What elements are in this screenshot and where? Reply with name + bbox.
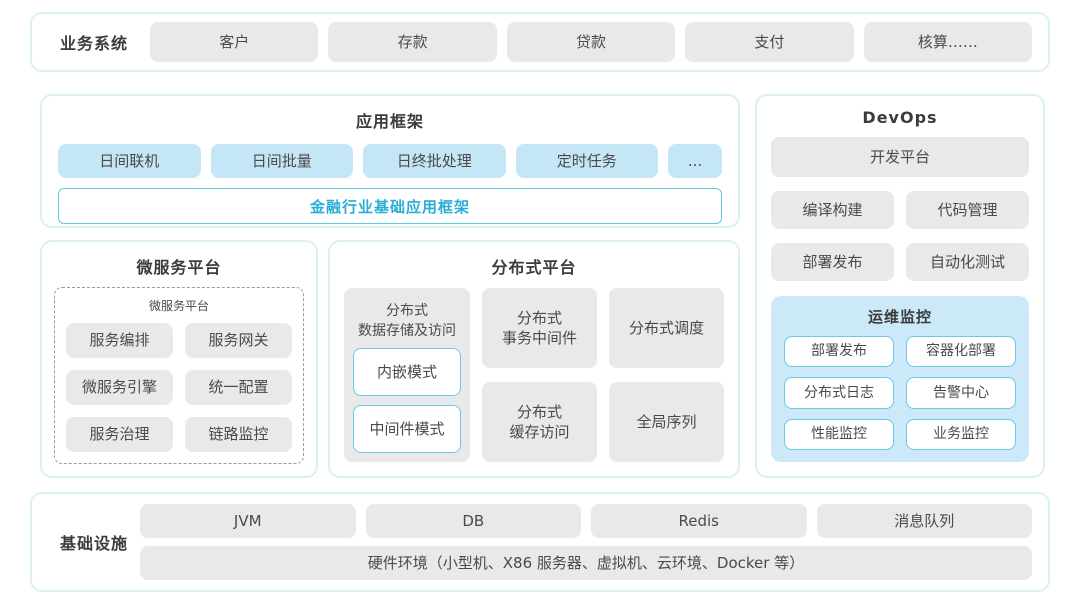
node-distributed-logging: 分布式日志 [784, 377, 894, 409]
node-eod-batch: 日终批处理 [363, 144, 506, 178]
node-unified-config: 统一配置 [185, 370, 292, 405]
app-framework-title: 应用框架 [355, 112, 424, 131]
business-systems-label: 业务系统 [59, 34, 128, 53]
node-message-queue: 消息队列 [816, 504, 1032, 538]
node-middleware-mode: 中间件模式 [353, 405, 461, 453]
node-business-monitoring: 业务监控 [906, 418, 1016, 450]
infrastructure-content: JVM DB Redis 消息队列 硬件环境（小型机、X86 服务器、虚拟机、云… [140, 504, 1032, 580]
node-redis: Redis [591, 504, 807, 538]
node-deposit: 存款 [328, 22, 497, 62]
distributed-platform-panel: 分布式平台 分布式 数据存储及访问 内嵌模式 中间件模式 分布式 事务中间件 分… [328, 240, 740, 478]
node-customer: 客户 [150, 22, 319, 62]
node-scheduled-task: 定时任务 [515, 144, 658, 178]
node-service-gateway: 服务网关 [185, 323, 292, 358]
distributed-grid: 分布式 事务中间件 分布式调度 分布式 缓存访问 全局序列 [482, 288, 724, 462]
node-distributed-scheduling: 分布式调度 [609, 288, 724, 368]
microservice-inner-group: 微服务平台 服务编排 服务网关 微服务引擎 统一配置 服务治理 链路监控 [54, 287, 304, 464]
node-distributed-cache: 分布式 缓存访问 [482, 382, 597, 462]
app-framework-panel: 应用框架 日间联机 日间批量 日终批处理 定时任务 ... 金融行业基础应用框架 [40, 94, 740, 228]
node-db: DB [365, 504, 581, 538]
node-accounting: 核算…… [863, 22, 1033, 62]
node-deploy-release: 部署发布 [771, 243, 894, 281]
devops-row-2: 部署发布 自动化测试 [771, 243, 1029, 281]
node-service-orchestration: 服务编排 [66, 323, 173, 358]
node-compile-build: 编译构建 [771, 191, 894, 229]
middle-left-column: 应用框架 日间联机 日间批量 日终批处理 定时任务 ... 金融行业基础应用框架… [40, 94, 740, 478]
node-ops-deploy-release: 部署发布 [784, 336, 894, 368]
node-dev-platform: 开发平台 [771, 137, 1029, 177]
node-service-governance: 服务治理 [66, 417, 173, 452]
microservice-platform-title: 微服务平台 [136, 258, 222, 277]
devops-row-1: 编译构建 代码管理 [771, 191, 1029, 229]
node-payment: 支付 [685, 22, 854, 62]
node-hardware-environment: 硬件环境（小型机、X86 服务器、虚拟机、云环境、Docker 等） [140, 546, 1032, 580]
node-financial-base-framework: 金融行业基础应用框架 [58, 188, 722, 224]
node-performance-monitoring: 性能监控 [784, 418, 894, 450]
ops-monitoring-title: 运维监控 [867, 308, 932, 326]
node-microservice-engine: 微服务引擎 [66, 370, 173, 405]
node-embedded-mode: 内嵌模式 [353, 348, 461, 396]
node-distributed-transaction: 分布式 事务中间件 [482, 288, 597, 368]
node-daytime-batch: 日间批量 [210, 144, 353, 178]
infrastructure-panel: 基础设施 JVM DB Redis 消息队列 硬件环境（小型机、X86 服务器、… [30, 492, 1050, 592]
node-container-deploy: 容器化部署 [906, 336, 1016, 368]
infrastructure-row: JVM DB Redis 消息队列 [140, 504, 1032, 538]
node-jvm: JVM [140, 504, 356, 538]
ops-monitoring-group: 运维监控 部署发布 容器化部署 分布式日志 告警中心 性能监控 业务监控 [771, 296, 1029, 462]
distributed-storage-group: 分布式 数据存储及访问 内嵌模式 中间件模式 [344, 288, 470, 462]
node-automated-testing: 自动化测试 [906, 243, 1029, 281]
devops-panel: DevOps 开发平台 编译构建 代码管理 部署发布 自动化测试 运维监控 部署… [755, 94, 1045, 478]
node-code-management: 代码管理 [906, 191, 1029, 229]
business-systems-panel: 业务系统 客户 存款 贷款 支付 核算…… [30, 12, 1050, 72]
middle-area: 应用框架 日间联机 日间批量 日终批处理 定时任务 ... 金融行业基础应用框架… [40, 94, 1045, 478]
distributed-platform-title: 分布式平台 [491, 258, 577, 277]
node-global-sequence: 全局序列 [609, 382, 724, 462]
node-daytime-online: 日间联机 [58, 144, 201, 178]
node-loan: 贷款 [506, 22, 676, 62]
distributed-storage-label: 分布式 数据存储及访问 [358, 303, 456, 339]
node-alert-center: 告警中心 [906, 377, 1016, 409]
node-trace-monitoring: 链路监控 [185, 417, 292, 452]
distributed-platform-body: 分布式 数据存储及访问 内嵌模式 中间件模式 分布式 事务中间件 分布式调度 分… [344, 288, 724, 462]
infrastructure-label: 基础设施 [59, 534, 128, 553]
middle-bottom-row: 微服务平台 微服务平台 服务编排 服务网关 微服务引擎 统一配置 服务治理 链路… [40, 240, 740, 478]
microservice-inner-title: 微服务平台 [148, 299, 209, 313]
ops-monitoring-grid: 部署发布 容器化部署 分布式日志 告警中心 性能监控 业务监控 [784, 336, 1016, 450]
microservice-platform-panel: 微服务平台 微服务平台 服务编排 服务网关 微服务引擎 统一配置 服务治理 链路… [40, 240, 318, 478]
devops-title: DevOps [862, 108, 938, 127]
node-more-ellipsis: ... [668, 144, 722, 178]
microservice-grid: 服务编排 服务网关 微服务引擎 统一配置 服务治理 链路监控 [66, 323, 292, 452]
app-framework-row: 日间联机 日间批量 日终批处理 定时任务 ... [58, 144, 722, 178]
